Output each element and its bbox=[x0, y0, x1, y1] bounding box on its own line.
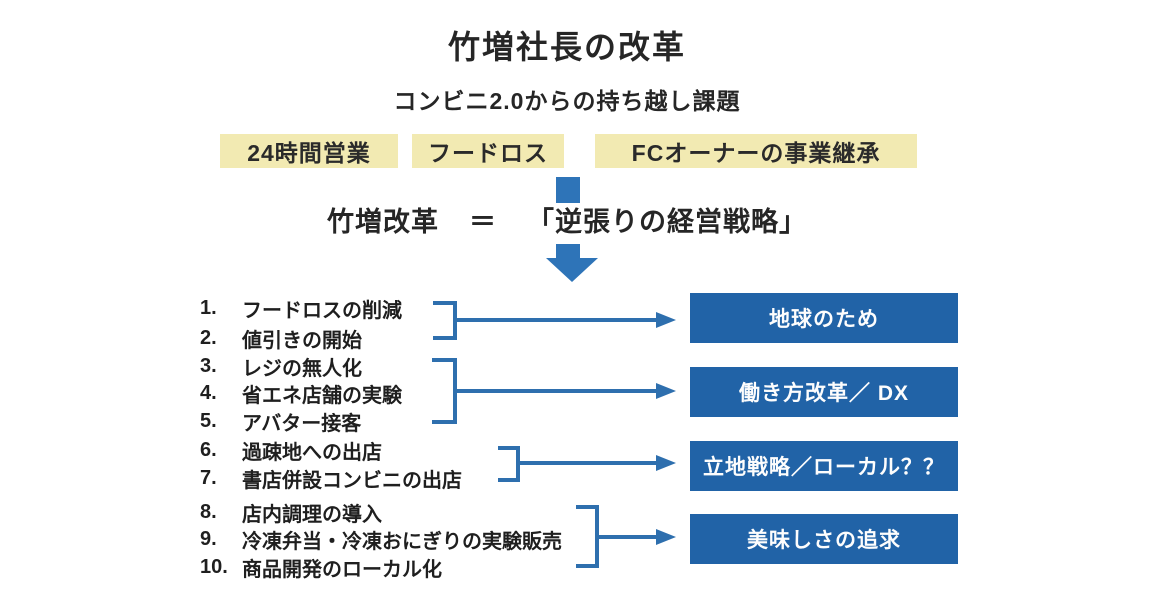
reform-item-7: 7. 書店併設コンビニの出店 bbox=[200, 464, 462, 492]
item-label: 書店併設コンビニの出店 bbox=[242, 469, 462, 492]
carryover-label: フードロス bbox=[428, 140, 548, 166]
item-number: 1. bbox=[200, 296, 217, 319]
item-number: 9. bbox=[200, 527, 217, 550]
equation-right: 「逆張りの経営戦略」 bbox=[527, 207, 807, 237]
group1-bracket-arrow-icon bbox=[433, 301, 676, 340]
equation-left: 竹増改革 bbox=[327, 207, 439, 237]
reform-item-5: 5. アバター接客 bbox=[200, 407, 361, 435]
item-number: 2. bbox=[200, 326, 217, 349]
carryover-label: 24時間営業 bbox=[247, 140, 371, 166]
carryover-box-foodloss: フードロス bbox=[412, 134, 564, 168]
outcome-box-earth: 地球のため bbox=[690, 293, 958, 343]
item-label: レジの無人化 bbox=[242, 357, 362, 380]
item-number: 4. bbox=[200, 381, 217, 404]
outcome-box-taste: 美味しさの追求 bbox=[690, 514, 958, 564]
carryover-label: FCオーナーの事業継承 bbox=[631, 140, 881, 166]
item-label: 店内調理の導入 bbox=[242, 503, 382, 526]
equals-sign: ＝ bbox=[469, 207, 497, 237]
item-label: フードロスの削減 bbox=[242, 299, 402, 322]
reform-item-6: 6. 過疎地への出店 bbox=[200, 436, 382, 464]
page-title: 竹増社長の改革 bbox=[447, 29, 686, 65]
item-number: 3. bbox=[200, 354, 217, 377]
item-label: 省エネ店舗の実験 bbox=[242, 384, 402, 407]
outcome-label: 立地戦略／ローカル？？ bbox=[703, 456, 945, 479]
reform-item-2: 2. 値引きの開始 bbox=[200, 324, 362, 352]
outcome-label: 地球のため bbox=[769, 308, 879, 331]
reform-item-1: 1. フードロスの削減 bbox=[200, 294, 402, 322]
outcome-label: 美味しさの追求 bbox=[747, 529, 901, 552]
group4-bracket-arrow-icon bbox=[576, 505, 676, 568]
item-number: 5. bbox=[200, 409, 217, 432]
item-number: 10. bbox=[200, 555, 228, 578]
outcome-box-workstyle-dx: 働き方改革／ DX bbox=[690, 367, 958, 417]
reform-item-9: 9. 冷凍弁当・冷凍おにぎりの実験販売 bbox=[200, 525, 562, 553]
item-number: 6. bbox=[200, 438, 217, 461]
item-label: アバター接客 bbox=[242, 412, 362, 435]
reform-item-8: 8. 店内調理の導入 bbox=[200, 498, 382, 526]
equation-line: 竹増改革 ＝ 「逆張りの経営戦略」 bbox=[0, 200, 1134, 239]
group2-bracket-arrow-icon bbox=[432, 358, 676, 424]
item-label: 商品開発のローカル化 bbox=[242, 558, 442, 581]
group3-bracket-arrow-icon bbox=[498, 446, 676, 482]
carryover-box-fc-succession: FCオーナーの事業継承 bbox=[595, 134, 917, 168]
item-label: 過疎地への出店 bbox=[242, 441, 382, 464]
item-label: 冷凍弁当・冷凍おにぎりの実験販売 bbox=[242, 530, 562, 553]
item-label: 値引きの開始 bbox=[242, 329, 362, 352]
outcome-box-location-local: 立地戦略／ローカル？？ bbox=[690, 441, 958, 491]
page-subtitle: コンビニ2.0からの持ち越し課題 bbox=[393, 88, 741, 114]
carryover-box-24h: 24時間営業 bbox=[220, 134, 398, 168]
outcome-label: 働き方改革／ DX bbox=[738, 382, 909, 405]
reform-item-3: 3. レジの無人化 bbox=[200, 352, 362, 380]
item-number: 7. bbox=[200, 466, 217, 489]
reform-item-10: 10. 商品開発のローカル化 bbox=[200, 553, 442, 581]
item-number: 8. bbox=[200, 500, 217, 523]
reform-item-4: 4. 省エネ店舗の実験 bbox=[200, 379, 402, 407]
